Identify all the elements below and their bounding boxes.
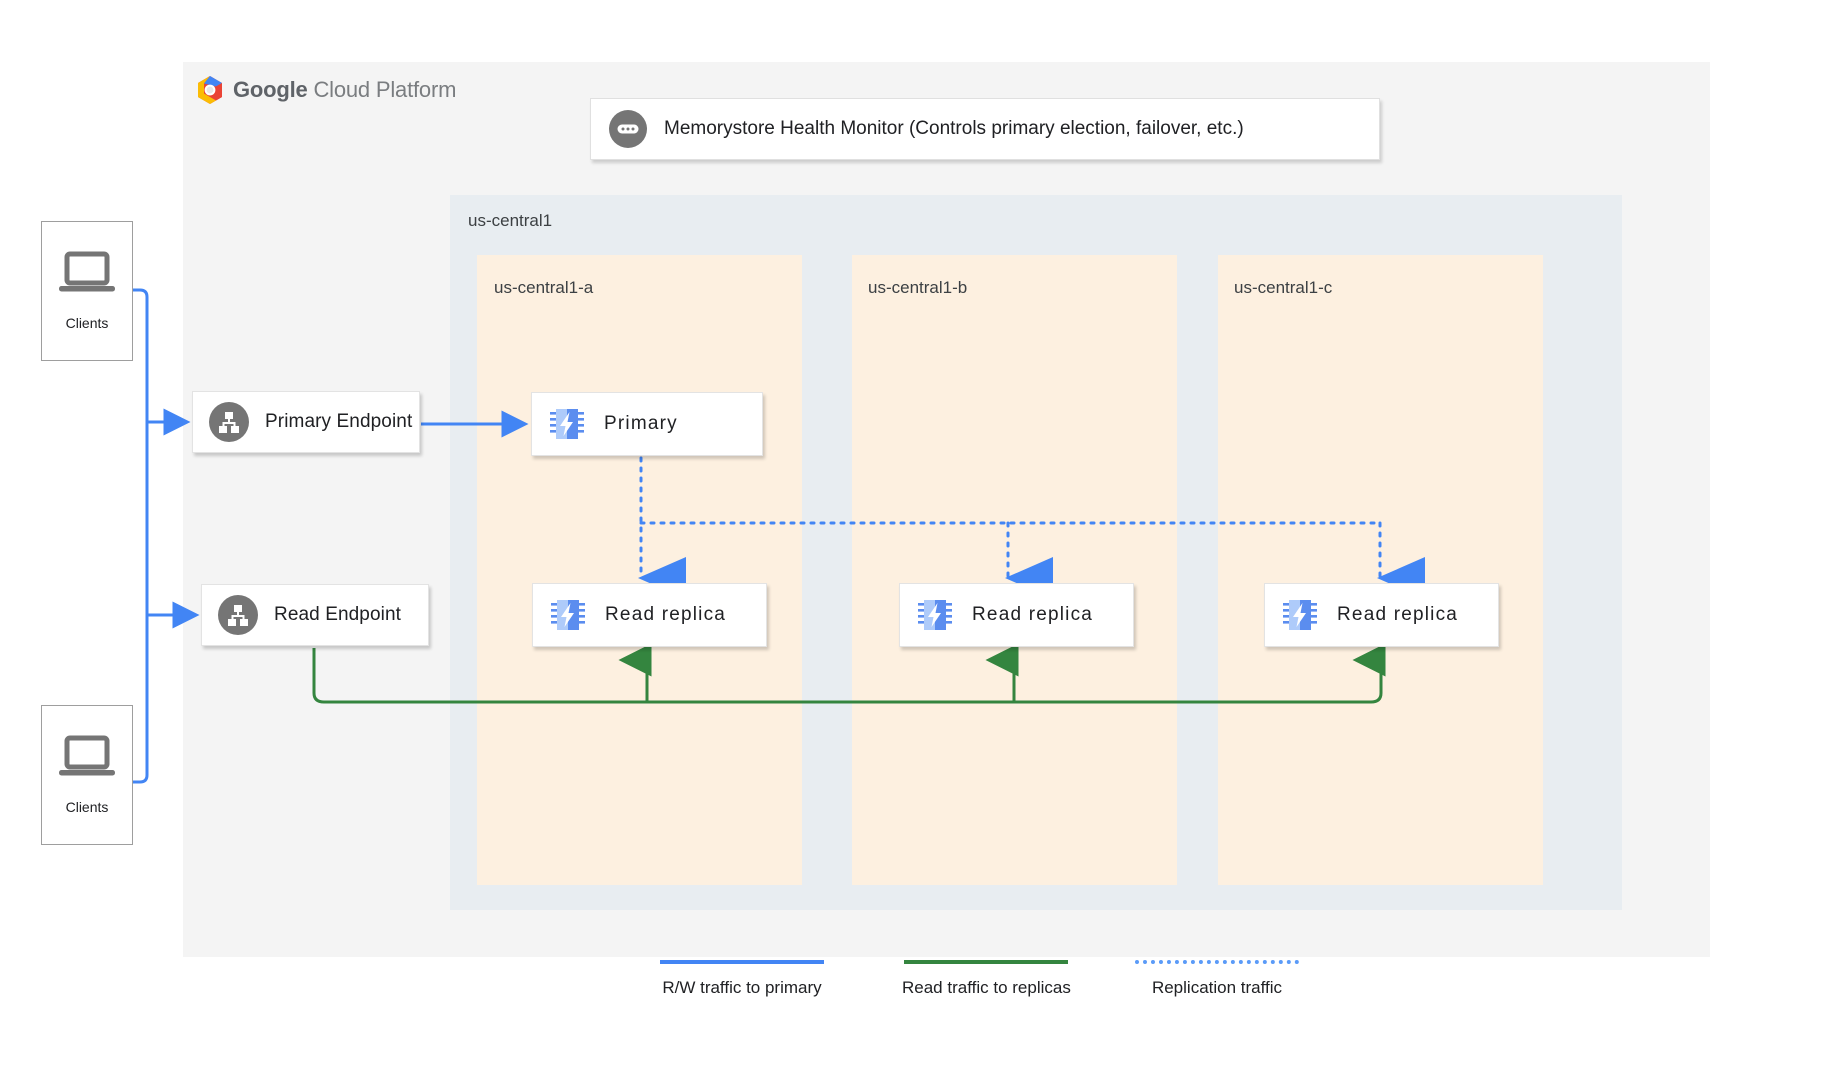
read-replica-label: Read replica bbox=[605, 604, 727, 625]
read-endpoint-node[interactable]: Read Endpoint bbox=[201, 584, 429, 646]
primary-instance-node[interactable]: Primary bbox=[531, 392, 763, 456]
google-cloud-hexagon-icon bbox=[198, 76, 222, 104]
zone-label-us-central1-a: us-central1-a bbox=[494, 278, 594, 297]
legend-item-rw-traffic: R/W traffic to primary bbox=[660, 960, 824, 998]
zone-container-us-central1-c bbox=[1218, 255, 1543, 885]
primary-instance-label: Primary bbox=[604, 413, 678, 434]
client-label: Clients bbox=[65, 315, 109, 331]
legend-label: R/W traffic to primary bbox=[662, 978, 822, 997]
memorystore-chip-icon bbox=[918, 600, 952, 630]
read-endpoint-label: Read Endpoint bbox=[274, 604, 402, 625]
legend-label: Replication traffic bbox=[1151, 978, 1283, 997]
health-monitor-label: Memorystore Health Monitor (Controls pri… bbox=[664, 118, 1244, 139]
client-bus-line bbox=[133, 288, 149, 784]
endpoint-hierarchy-icon bbox=[209, 402, 249, 442]
memorystore-chip-icon bbox=[1283, 600, 1317, 630]
zone-container-us-central1-a bbox=[477, 255, 802, 885]
gcp-wordmark-bold: Google bbox=[233, 77, 308, 102]
read-replica-node-c[interactable]: Read replica bbox=[1264, 583, 1499, 647]
health-monitor-box[interactable]: Memorystore Health Monitor (Controls pri… bbox=[590, 98, 1380, 160]
legend: R/W traffic to primary Read traffic to r… bbox=[0, 960, 1832, 1020]
read-replica-label: Read replica bbox=[972, 604, 1094, 625]
legend-item-replication-traffic: Replication traffic bbox=[1135, 960, 1299, 998]
client-node-bottom[interactable]: Clients bbox=[41, 705, 133, 845]
laptop-icon bbox=[59, 735, 115, 776]
region-label: us-central1 bbox=[468, 211, 553, 230]
gcp-wordmark-light: Cloud Platform bbox=[307, 77, 457, 102]
legend-label: Read traffic to replicas bbox=[902, 978, 1071, 997]
zone-container-us-central1-b bbox=[852, 255, 1177, 885]
endpoint-hierarchy-icon bbox=[218, 595, 258, 635]
laptop-icon bbox=[59, 251, 115, 292]
client-label: Clients bbox=[65, 799, 109, 815]
zone-label-us-central1-b: us-central1-b bbox=[868, 278, 968, 297]
read-replica-node-a[interactable]: Read replica bbox=[532, 583, 767, 647]
zone-label-us-central1-c: us-central1-c bbox=[1234, 278, 1333, 297]
primary-endpoint-label: Primary Endpoint bbox=[265, 411, 413, 432]
gcp-wordmark: Google Cloud Platform bbox=[233, 77, 456, 103]
client-node-top[interactable]: Clients bbox=[41, 221, 133, 361]
read-replica-label: Read replica bbox=[1337, 604, 1459, 625]
legend-item-read-traffic: Read traffic to replicas bbox=[902, 960, 1071, 998]
legend-swatch-blue bbox=[660, 960, 824, 964]
legend-swatch-green bbox=[904, 960, 1069, 964]
memorystore-chip-icon bbox=[550, 409, 584, 439]
health-monitor-icon bbox=[609, 110, 647, 148]
read-replica-node-b[interactable]: Read replica bbox=[899, 583, 1134, 647]
legend-swatch-dotted bbox=[1135, 960, 1299, 964]
primary-endpoint-node[interactable]: Primary Endpoint bbox=[192, 391, 420, 453]
gcp-branding: Google Cloud Platform bbox=[196, 75, 456, 105]
memorystore-chip-icon bbox=[551, 600, 585, 630]
